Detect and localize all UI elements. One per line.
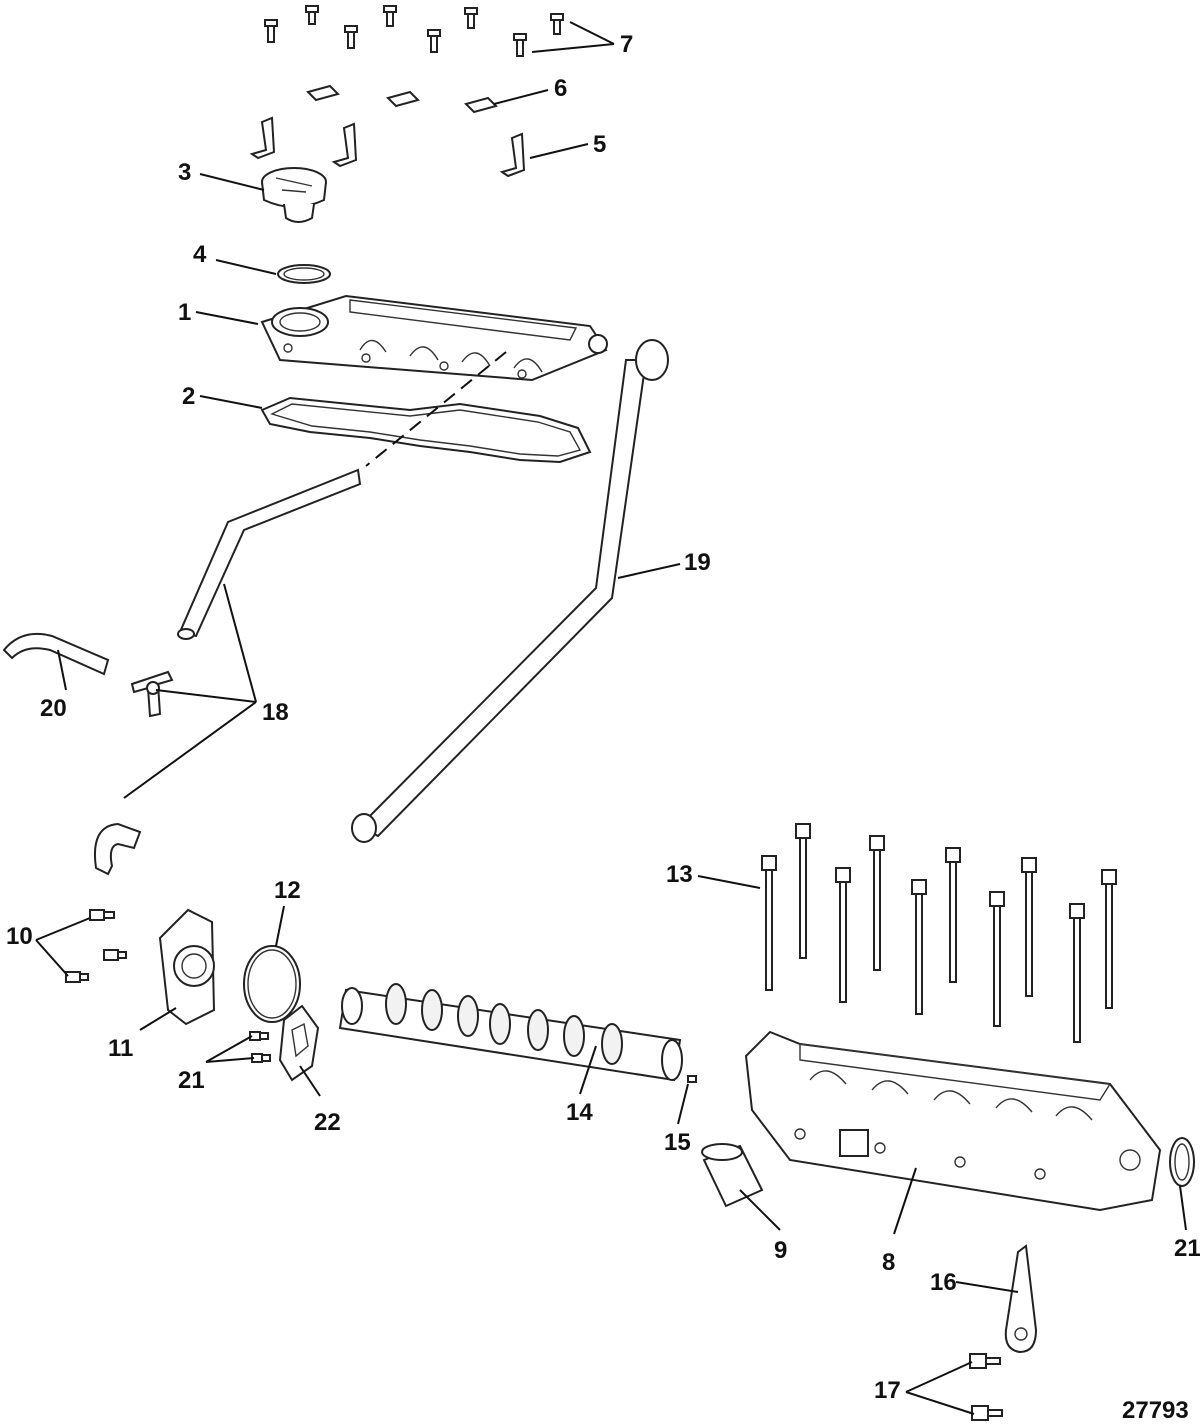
leader-8 <box>893 1167 917 1235</box>
brackets-5 <box>249 116 526 178</box>
callout-2: 2 <box>182 383 195 410</box>
leader-18c <box>123 701 257 799</box>
bracket-16 <box>1004 1244 1038 1354</box>
leader-14 <box>579 1045 597 1095</box>
callout-22: 22 <box>314 1109 341 1136</box>
leader-2 <box>199 395 263 409</box>
callout-7: 7 <box>620 31 633 58</box>
callout-13: 13 <box>666 861 693 888</box>
callout-17: 17 <box>874 1377 901 1404</box>
leader-17b <box>905 1391 975 1415</box>
callout-18: 18 <box>262 699 289 726</box>
callout-9: 9 <box>774 1237 787 1264</box>
breather-hose-18 <box>94 468 362 876</box>
callout-11: 11 <box>108 1035 133 1062</box>
leader-21-right <box>1179 1185 1187 1231</box>
callout-15: 15 <box>664 1129 691 1156</box>
callout-21-left: 21 <box>178 1067 205 1094</box>
callout-19: 19 <box>684 549 711 576</box>
pin-15 <box>687 1075 697 1083</box>
leader-9 <box>739 1189 781 1231</box>
leader-11 <box>139 1007 177 1031</box>
hose-20 <box>2 632 110 676</box>
clips-6 <box>306 84 498 114</box>
screws-10 <box>65 909 127 983</box>
leader-17a <box>905 1361 973 1393</box>
callout-20: 20 <box>40 695 67 722</box>
leader-4 <box>215 259 277 275</box>
camshaft-14 <box>338 983 683 1082</box>
camshaft-carrier-8 <box>744 1030 1162 1212</box>
callout-1: 1 <box>178 299 191 326</box>
leader-12 <box>275 905 285 947</box>
leader-7a <box>569 21 615 45</box>
leader-22 <box>299 1065 321 1097</box>
leader-15 <box>677 1083 689 1125</box>
leader-18a <box>223 583 257 703</box>
leader-13 <box>697 875 761 889</box>
leader-7b <box>531 43 615 53</box>
screws-17 <box>969 1353 1003 1421</box>
leader-1 <box>195 311 259 325</box>
callout-6: 6 <box>554 75 567 102</box>
valve-cover-1 <box>260 294 608 382</box>
figure-number: 27793 <box>1122 1397 1189 1424</box>
callout-16: 16 <box>930 1269 957 1296</box>
alignment-dashed-line <box>365 351 507 467</box>
callout-5: 5 <box>593 131 606 158</box>
leader-21b <box>205 1057 255 1063</box>
head-bolts-13 <box>761 823 1117 1043</box>
leader-6 <box>493 89 549 105</box>
callout-12: 12 <box>274 877 301 904</box>
sleeve-9 <box>701 1143 764 1208</box>
leader-21a <box>205 1035 253 1063</box>
leader-19 <box>617 563 681 579</box>
o-ring-12 <box>243 945 301 1023</box>
gasket-22 <box>278 1004 320 1082</box>
callout-10: 10 <box>6 923 33 950</box>
oil-filler-cap-3 <box>261 167 327 223</box>
callout-4: 4 <box>193 241 207 268</box>
gasket-2 <box>260 396 592 464</box>
leader-16 <box>955 1281 1019 1293</box>
callout-21-right: 21 <box>1174 1235 1200 1262</box>
screws-7 <box>264 5 564 57</box>
leader-5 <box>529 143 589 159</box>
leader-18b <box>155 689 257 703</box>
leader-10b <box>35 939 69 977</box>
hose-19 <box>351 339 669 843</box>
callout-3: 3 <box>178 159 191 186</box>
callout-14: 14 <box>566 1099 593 1126</box>
seal-21-right <box>1169 1137 1195 1187</box>
camshaft-housing-11 <box>158 908 216 1026</box>
leader-3 <box>199 173 265 191</box>
leader-20 <box>57 649 67 691</box>
leader-10a <box>35 917 91 941</box>
callout-8: 8 <box>882 1249 895 1276</box>
